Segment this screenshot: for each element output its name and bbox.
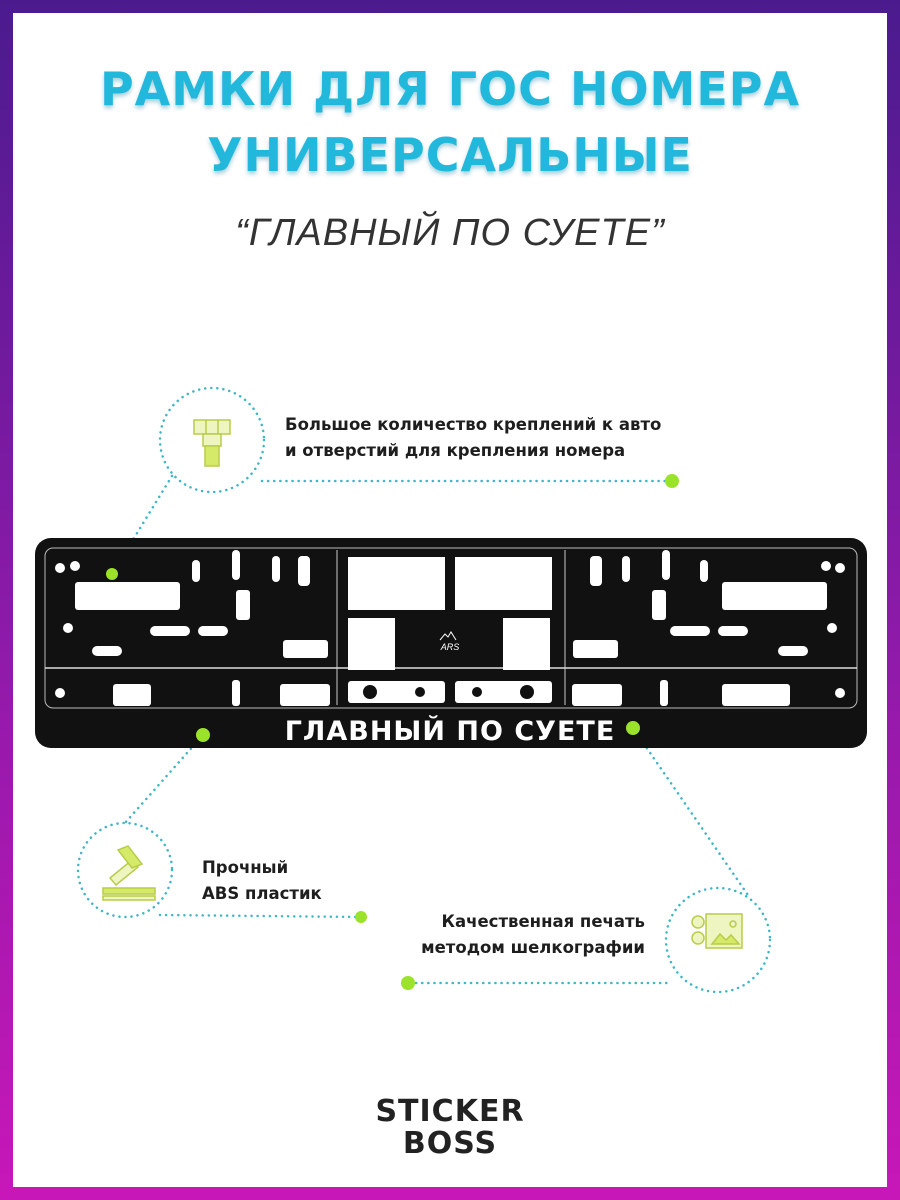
title-line-2: УНИВЕРСАЛЬНЫЕ bbox=[207, 128, 693, 182]
connector-lines bbox=[76, 386, 772, 994]
subtitle: “ГЛАВНЫЙ ПО СУЕТЕ” bbox=[235, 212, 665, 254]
connector-dots bbox=[106, 474, 679, 990]
license-plate-frame: ARS ГЛАВНЫЙ ПО СУЕТЕ bbox=[35, 538, 867, 748]
feature-fasteners-line2: и отверстий для крепления номера bbox=[285, 441, 626, 460]
title-line-1: РАМКИ ДЛЯ ГОС НОМЕРА bbox=[99, 62, 801, 116]
feature-fasteners-line1: Большое количество креплений к авто bbox=[285, 415, 662, 434]
feature-material: Прочный ABS пластик bbox=[202, 855, 322, 907]
printing-icon bbox=[691, 913, 743, 949]
brand-logo-line1: STICKER bbox=[375, 1094, 525, 1129]
feature-printing: Качественная печать методом шелкографии bbox=[421, 909, 645, 961]
feature-material-line1: Прочный bbox=[202, 858, 289, 877]
feature-printing-line2: методом шелкографии bbox=[421, 938, 645, 957]
bolt-icon bbox=[193, 419, 231, 467]
feature-printing-line1: Качественная печать bbox=[441, 912, 645, 931]
hammer-icon bbox=[102, 845, 156, 901]
frame-slogan: ГЛАВНЫЙ ПО СУЕТЕ bbox=[285, 715, 616, 747]
brand-logo-line2: BOSS bbox=[402, 1126, 498, 1161]
feature-material-line2: ABS пластик bbox=[202, 884, 322, 903]
feature-fasteners: Большое количество креплений к авто и от… bbox=[285, 412, 661, 464]
frame-logo: ARS bbox=[440, 642, 460, 652]
